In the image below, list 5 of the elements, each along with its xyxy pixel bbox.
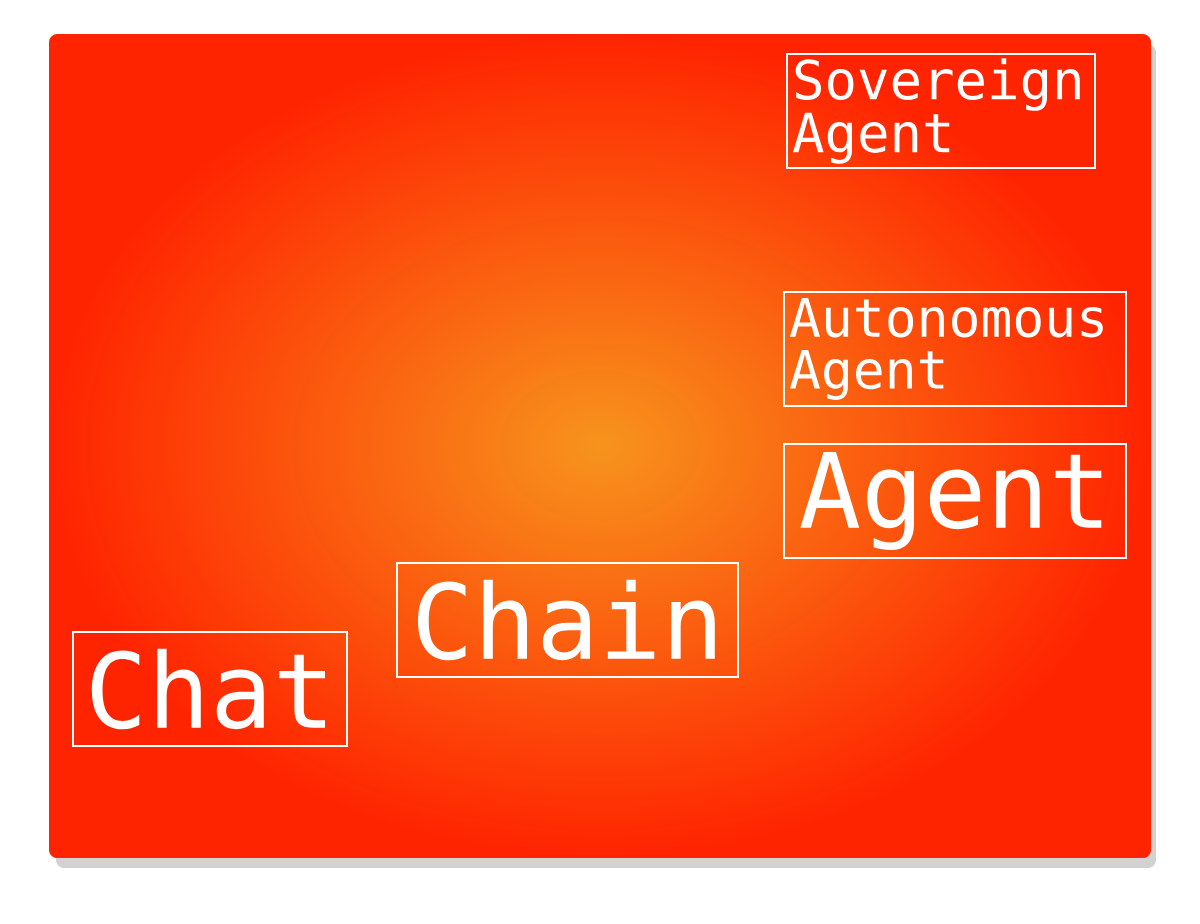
label-box: Sovereign Agent	[786, 53, 1096, 169]
label-box: Autonomous Agent	[783, 291, 1127, 407]
label-box: Chat	[72, 631, 348, 747]
label-box: Chain	[396, 562, 739, 678]
label-box: Agent	[783, 443, 1127, 559]
